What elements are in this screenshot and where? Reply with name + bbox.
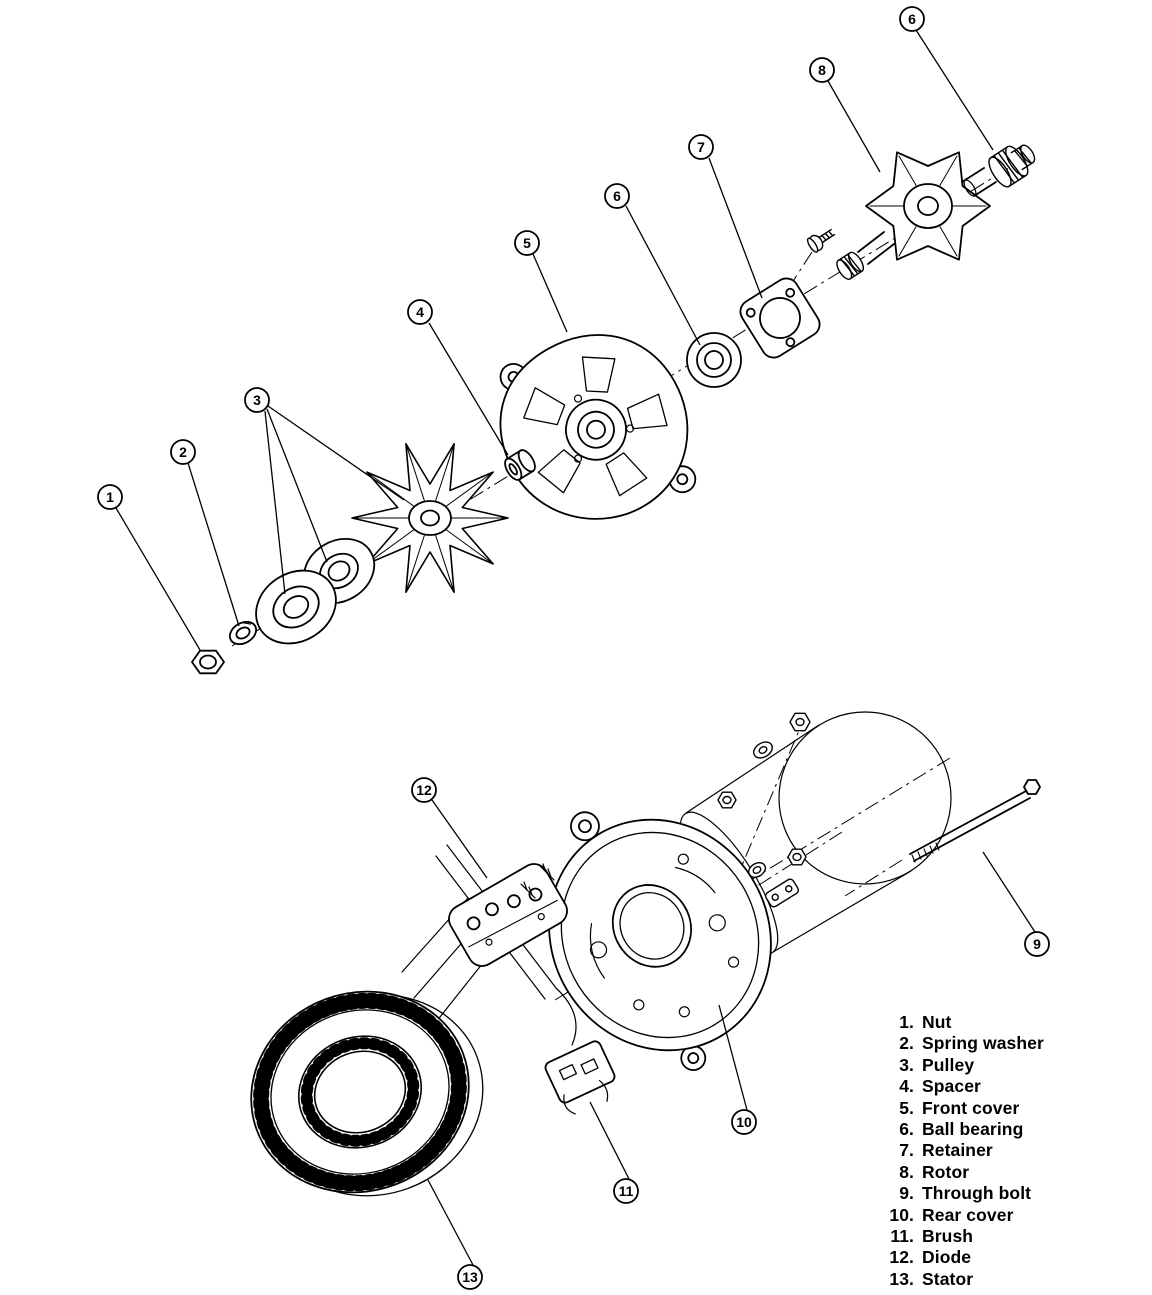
- spacer-part: [504, 449, 536, 481]
- callout-8-number: 8: [818, 62, 826, 78]
- retainer-part: [739, 277, 821, 359]
- legend-number: 6.: [899, 1119, 914, 1140]
- legend-number: 11.: [890, 1226, 914, 1247]
- legend-label: Rotor: [922, 1161, 970, 1182]
- rotor-shaft-front: [836, 231, 895, 280]
- callout-10-number: 10: [736, 1114, 752, 1130]
- legend-number: 1.: [899, 1012, 914, 1032]
- parts-legend: 1.Nut 2.Spring washer 3.Pulley 4.Spacer …: [878, 1012, 1138, 1290]
- callout-9-number: 9: [1033, 936, 1041, 952]
- legend-label: Stator: [922, 1268, 974, 1289]
- callout-11: 11: [613, 1178, 639, 1204]
- legend-item-spring-washer: 2. Spring washer: [878, 1033, 1138, 1054]
- callout-13: 13: [457, 1264, 483, 1290]
- legend-label: Rear cover: [922, 1204, 1014, 1225]
- callout-2-number: 2: [179, 444, 187, 460]
- diode-part: [448, 863, 568, 967]
- rotor-shaft-rear: [961, 144, 1036, 197]
- legend-item-through-bolt: 9. Through bolt: [878, 1183, 1138, 1204]
- callout-13-number: 13: [462, 1269, 478, 1285]
- through-bolt-part: [909, 779, 1041, 863]
- legend-item-brush: 11. Brush: [878, 1226, 1138, 1247]
- callout-4: 4: [407, 299, 433, 325]
- callout-10: 10: [731, 1109, 757, 1135]
- retainer-screw: [806, 228, 836, 253]
- legend-label: Pulley: [922, 1054, 975, 1075]
- ball-bearing-front-part: [686, 332, 742, 388]
- callout-9: 9: [1024, 931, 1050, 957]
- legend-item-ball-bearing: 6. Ball bearing: [878, 1119, 1138, 1140]
- callout-4-number: 4: [416, 304, 424, 320]
- legend-number: 8.: [899, 1161, 914, 1182]
- legend-label: Nut: [922, 1012, 952, 1032]
- legend-label: Diode: [922, 1247, 972, 1268]
- legend-item-rotor: 8. Rotor: [878, 1162, 1138, 1183]
- callout-5-number: 5: [523, 235, 531, 251]
- pulley-fan-part: [351, 442, 509, 594]
- legend-item-diode: 12. Diode: [878, 1247, 1138, 1268]
- legend-item-stator: 13. Stator: [878, 1269, 1138, 1290]
- legend-number: 3.: [899, 1054, 914, 1075]
- callout-11-number: 11: [619, 1183, 634, 1199]
- legend-item-retainer: 7. Retainer: [878, 1140, 1138, 1161]
- front-cover-part: [499, 334, 697, 520]
- callout-7: 7: [688, 134, 714, 160]
- legend-label: Through bolt: [922, 1183, 1032, 1204]
- terminal-hardware: [717, 712, 811, 908]
- callout-8: 8: [809, 57, 835, 83]
- rear-cover-part: [548, 811, 772, 1071]
- callout-1: 1: [97, 484, 123, 510]
- legend-item-front-cover: 5. Front cover: [878, 1098, 1138, 1119]
- legend-label: Retainer: [922, 1140, 993, 1161]
- legend-number: 5.: [899, 1097, 914, 1118]
- callout-1-number: 1: [106, 489, 114, 505]
- spring-washer-part: [228, 620, 258, 646]
- brush-part: [544, 1040, 616, 1115]
- legend-item-pulley: 3. Pulley: [878, 1055, 1138, 1076]
- callout-6: 6: [604, 183, 630, 209]
- diode-screws: [520, 863, 555, 899]
- callout-5: 5: [514, 230, 540, 256]
- callouts: 1 2 3 4 5 6 7 8: [97, 6, 1050, 1290]
- pulley-disc-front-part: [255, 569, 337, 645]
- legend-label: Front cover: [922, 1097, 1020, 1118]
- legend-number: 2.: [899, 1033, 914, 1054]
- callout-12-number: 12: [416, 782, 432, 798]
- callout-3-number: 3: [253, 392, 261, 408]
- legend-label: Spacer: [922, 1076, 981, 1097]
- callout-6-rear-number: 6: [908, 11, 916, 27]
- legend-label: Ball bearing: [922, 1119, 1024, 1140]
- legend-item-rear-cover: 10. Rear cover: [878, 1205, 1138, 1226]
- legend-item-nut: 1. Nut: [878, 1012, 1138, 1033]
- legend-label: Brush: [922, 1226, 974, 1247]
- legend-number: 7.: [899, 1140, 914, 1161]
- callout-7-number: 7: [697, 139, 705, 155]
- legend-number: 13.: [889, 1268, 914, 1289]
- stator-part: [250, 990, 484, 1197]
- legend-item-spacer: 4. Spacer: [878, 1076, 1138, 1097]
- callout-2: 2: [170, 439, 196, 465]
- legend-number: 12.: [889, 1247, 914, 1268]
- nut-part: [191, 649, 225, 675]
- legend-number: 9.: [899, 1183, 914, 1204]
- callout-6-rear: 6: [899, 6, 925, 32]
- callout-3: 3: [244, 387, 270, 413]
- legend-number: 4.: [899, 1076, 914, 1097]
- callout-6-number: 6: [613, 188, 621, 204]
- callout-12: 12: [411, 777, 437, 803]
- legend-number: 10.: [889, 1204, 914, 1225]
- rotor-part: [865, 151, 991, 261]
- legend-label: Spring washer: [922, 1033, 1044, 1054]
- leader-lines: [115, 29, 1036, 1266]
